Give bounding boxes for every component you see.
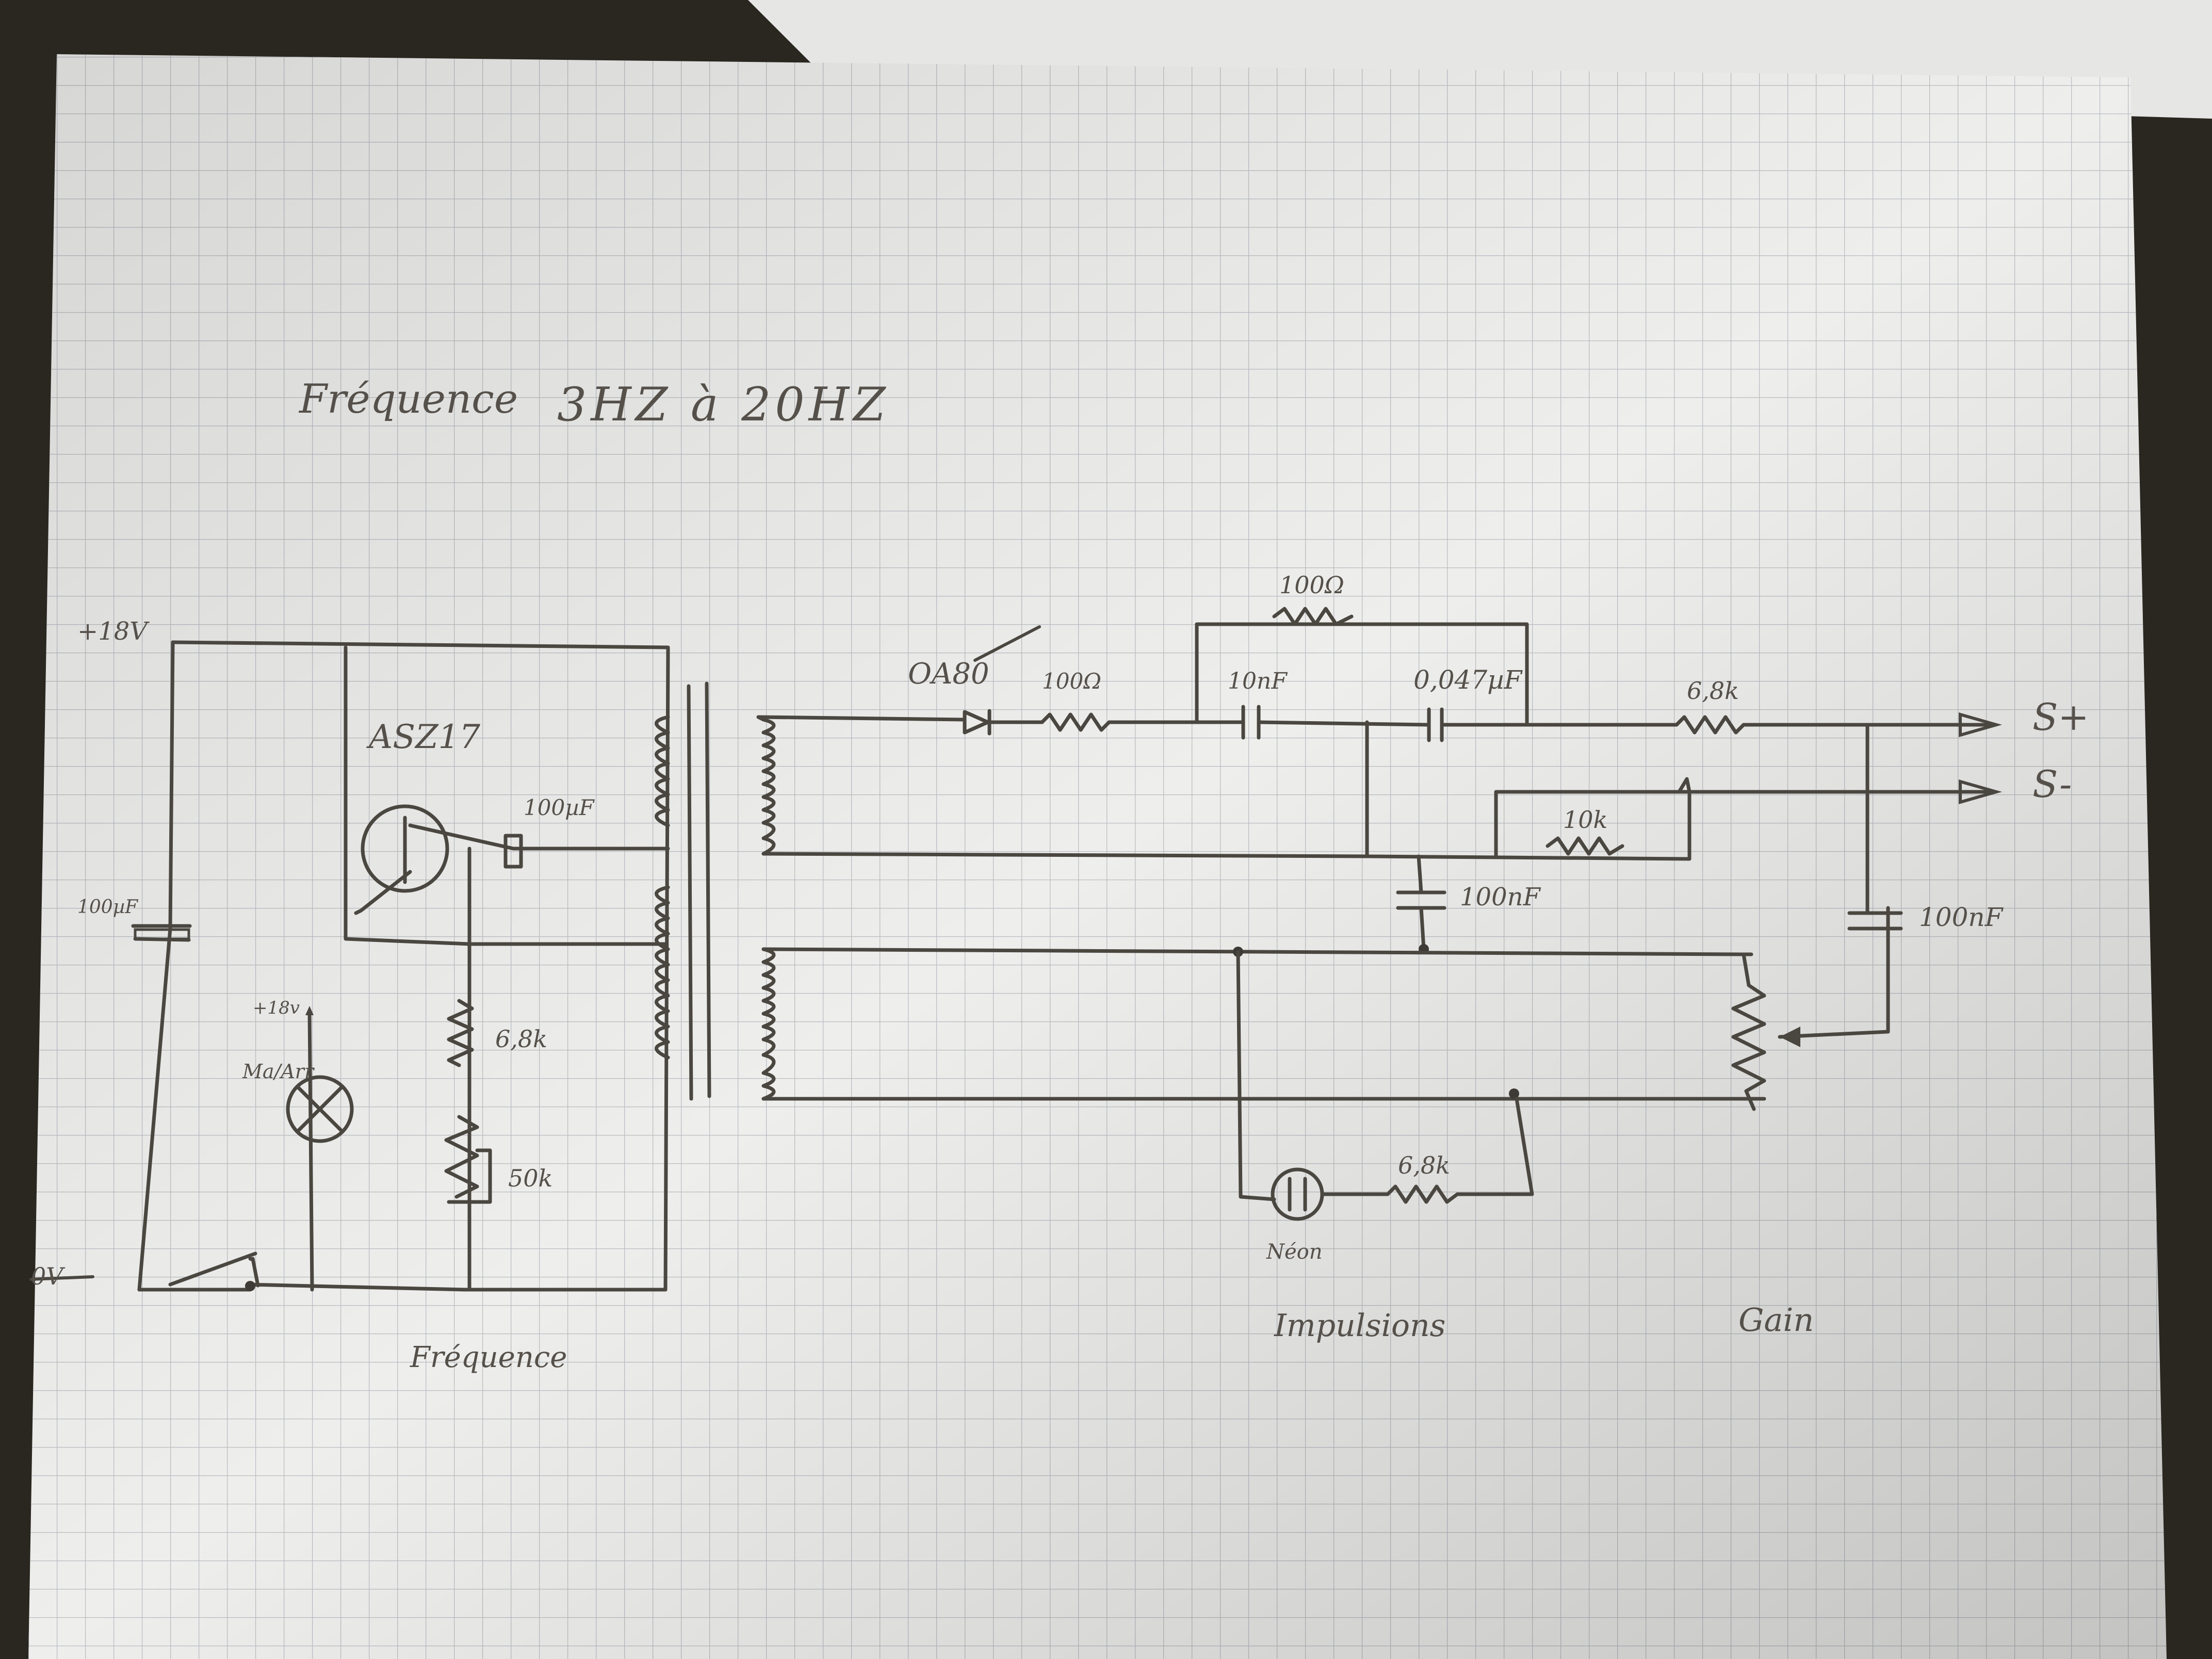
diode-oa80 [963, 710, 990, 735]
label-cap-10nf: 10nF [1228, 668, 1288, 694]
label-lamp-switch: Ma/Arr [242, 1060, 315, 1083]
resistor-6k8 [447, 999, 474, 1067]
resistor-10k [1546, 836, 1624, 856]
transistor-body [361, 804, 449, 893]
label-lamp-supply: +18v [253, 998, 300, 1018]
label-transistor: ASZ17 [366, 718, 480, 756]
diode-pointer [973, 625, 1041, 662]
label-section-gain: Gain [1738, 1301, 1814, 1339]
label-cap-right: 100nF [1919, 902, 2004, 932]
oscillator-circuit [29, 640, 711, 1292]
label-diode: OA80 [908, 657, 989, 691]
label-out-plus: S+ [2032, 695, 2089, 739]
label-pot-freq: 50k [508, 1164, 552, 1192]
base-capacitor [503, 834, 523, 869]
title-range: 3HZ à 20HZ [557, 378, 890, 432]
transformer-core-1 [687, 684, 693, 1101]
label-section-freq: Fréquence [410, 1341, 567, 1374]
transformer-secondary [655, 885, 670, 1060]
label-out-minus: S- [2032, 762, 2072, 806]
label-cap-mid: 100nF [1460, 883, 1541, 912]
switch-contact [245, 1281, 255, 1291]
resistor-6k8-neon [1386, 1184, 1459, 1204]
label-res-freq: 6,8k [495, 1025, 547, 1053]
output-coil-top [761, 718, 776, 856]
label-cap-supply: 100µF [77, 897, 139, 918]
label-res-neon: 6,8k [1398, 1151, 1450, 1179]
transformer-primary [655, 715, 670, 827]
resistor-6k8-out [1674, 715, 1746, 735]
transformer-core-2 [705, 681, 711, 1098]
resistor-100-top [1272, 607, 1354, 626]
arrow-s-plus [1959, 712, 2002, 737]
label-res-top: 100Ω [1279, 571, 1344, 599]
switch-lever [168, 1251, 257, 1287]
label-section-impulsions: Impulsions [1274, 1308, 1445, 1344]
label-cap-base: 100µF [524, 795, 595, 820]
pot-50k [444, 1115, 479, 1199]
label-ground: 0V [31, 1262, 66, 1290]
title-frequency: Fréquence [298, 376, 518, 422]
pot-gain [1731, 952, 1766, 1111]
arrow-s-minus [1959, 779, 2002, 804]
label-supply: +18V [77, 617, 150, 646]
label-res-out: 6,8k [1687, 677, 1739, 705]
lamp-body [286, 1075, 354, 1143]
label-res-10k: 10k [1563, 806, 1607, 834]
label-neon: Néon [1266, 1240, 1323, 1264]
resistor-100-diode [1040, 712, 1111, 732]
output-coil-bottom [761, 947, 776, 1101]
label-res-diode: 100Ω [1042, 669, 1101, 694]
pulse-circuit [756, 607, 2002, 1221]
label-cap-047: 0,047µF [1413, 665, 1523, 695]
